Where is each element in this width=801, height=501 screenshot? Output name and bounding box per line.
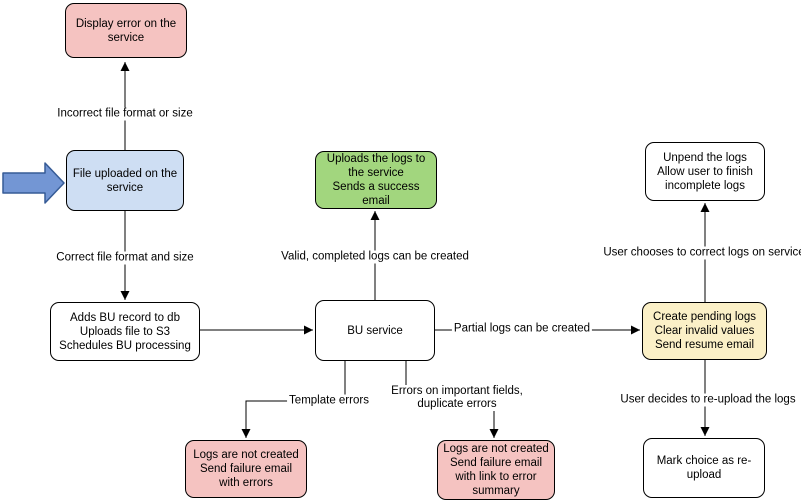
node-mark-reupload: Mark choice as re- upload xyxy=(643,438,765,498)
node-display-error-label: Display error on the service xyxy=(75,17,177,44)
edge-label-user-chooses: User chooses to correct logs on service xyxy=(601,246,801,260)
node-unpend-logs-label: Unpend the logs Allow user to finish inc… xyxy=(657,151,753,192)
edge-label-incorrect-format: Incorrect file format or size xyxy=(55,107,195,121)
node-display-error: Display error on the service xyxy=(65,3,187,58)
node-logs-not-created-errors-label: Logs are not created Send failure email … xyxy=(193,449,299,489)
node-logs-not-created-summary-label: Logs are not created Send failure email … xyxy=(443,443,549,497)
edge-label-correct-format: Correct file format and size xyxy=(54,251,196,265)
node-logs-not-created-errors: Logs are not created Send failure email … xyxy=(185,440,307,498)
node-logs-not-created-summary: Logs are not created Send failure email … xyxy=(437,440,555,500)
edge-label-important-fields: Errors on important fields, duplicate er… xyxy=(389,385,525,411)
node-create-pending-logs-label: Create pending logs Clear invalid values… xyxy=(653,311,756,351)
node-adds-bu-record: Adds BU record to db Uploads file to S3 … xyxy=(50,302,200,361)
edge-label-user-decides: User decides to re-upload the logs xyxy=(618,393,798,407)
node-unpend-logs: Unpend the logs Allow user to finish inc… xyxy=(645,142,765,201)
node-file-uploaded: File uploaded on the service xyxy=(66,150,184,211)
edge-label-valid-logs: Valid, completed logs can be created xyxy=(279,250,471,264)
node-mark-reupload-label: Mark choice as re- upload xyxy=(656,455,752,481)
node-create-pending-logs: Create pending logs Clear invalid values… xyxy=(642,302,767,360)
input-arrow-icon xyxy=(2,162,65,204)
node-file-uploaded-label: File uploaded on the service xyxy=(72,167,178,194)
node-bu-service-label: BU service xyxy=(347,324,403,337)
node-uploads-logs-label: Uploads the logs to the service Sends a … xyxy=(326,153,426,207)
edge-label-template-errors: Template errors xyxy=(287,394,371,408)
node-bu-service: BU service xyxy=(315,300,435,361)
edge-label-partial-logs: Partial logs can be created xyxy=(451,322,593,336)
node-adds-bu-record-label: Adds BU record to db Uploads file to S3 … xyxy=(59,311,191,352)
node-uploads-logs: Uploads the logs to the service Sends a … xyxy=(315,151,437,209)
